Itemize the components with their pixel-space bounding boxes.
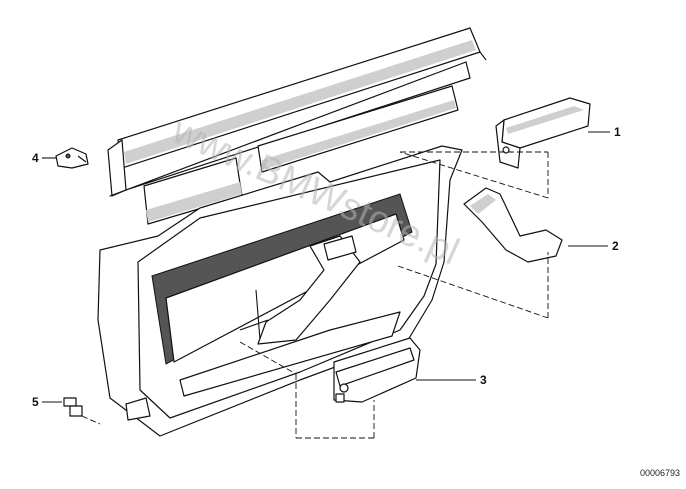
- part-3-pull-cup: [333, 337, 421, 403]
- part-5-screw: [63, 397, 83, 417]
- part-4-clip: [55, 147, 89, 169]
- door-trim-panel: [97, 145, 463, 437]
- part-1-bracket: [495, 97, 591, 169]
- callout-5: 5: [32, 395, 39, 409]
- callout-2: 2: [612, 239, 619, 253]
- assembly-lines: [81, 151, 549, 439]
- callout-1: 1: [614, 125, 621, 139]
- top-trim-strip: [107, 27, 487, 197]
- long-molding: [257, 85, 459, 173]
- leader-lines: [42, 131, 610, 403]
- callout-3: 3: [480, 373, 487, 387]
- part-2-handle: [463, 187, 563, 263]
- doc-number: 00006793: [640, 468, 680, 478]
- callout-4: 4: [32, 151, 39, 165]
